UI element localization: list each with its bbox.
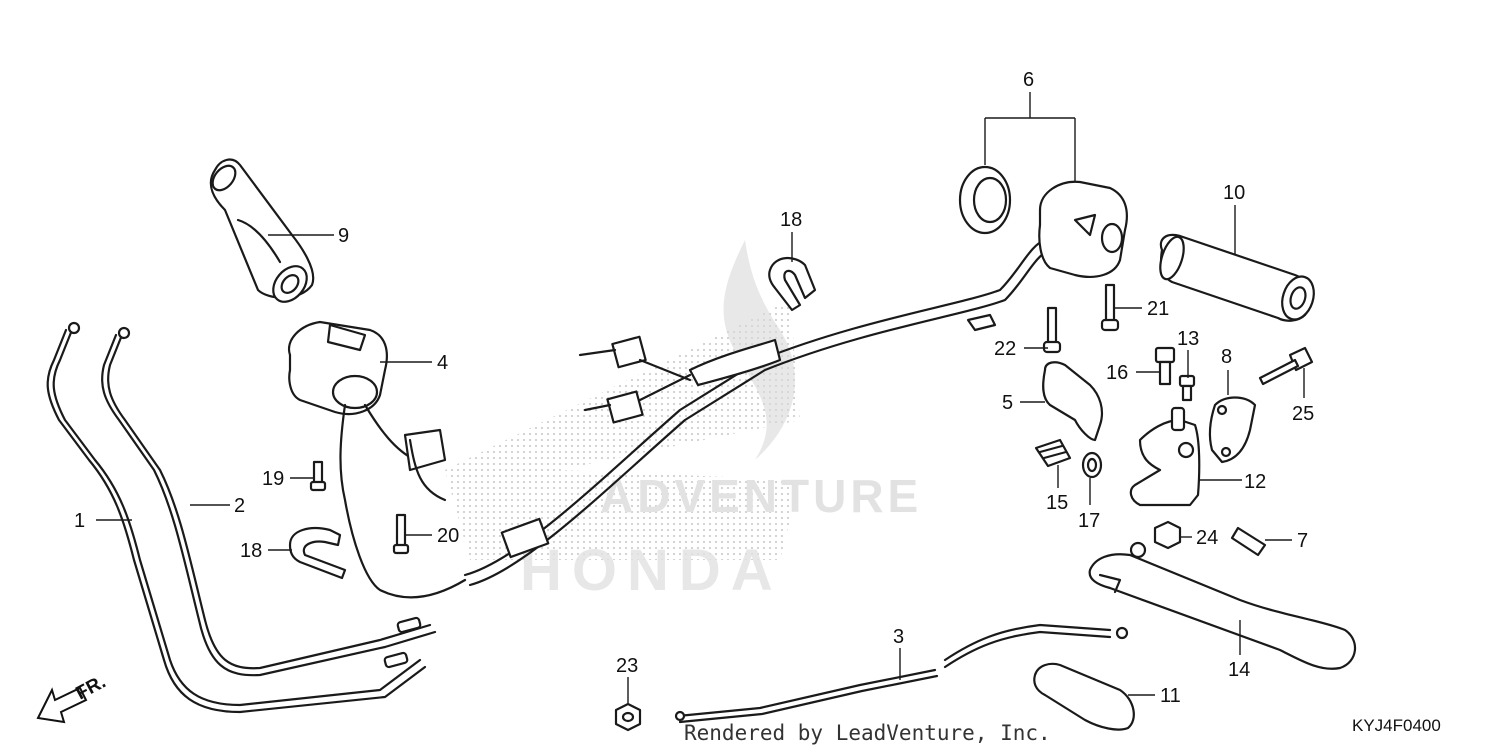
bolt-16 bbox=[1154, 346, 1176, 386]
left-switch-housing bbox=[287, 320, 467, 599]
pivot-7 bbox=[1230, 526, 1267, 557]
callout-14: 14 bbox=[1228, 659, 1250, 681]
screw-21 bbox=[1100, 283, 1120, 332]
callout-5: 5 bbox=[1002, 392, 1013, 414]
callouts: 1 2 3 4 5 6 7 8 9 10 11 12 13 14 15 16 1… bbox=[74, 69, 1314, 707]
lever bbox=[1088, 541, 1356, 670]
front-direction-marker: FR. bbox=[36, 672, 109, 724]
bolt-25 bbox=[1258, 346, 1314, 386]
callout-25: 25 bbox=[1292, 403, 1314, 425]
callout-13: 13 bbox=[1177, 328, 1199, 350]
lever-end-cover bbox=[1033, 662, 1135, 731]
diagram-code: KYJ4F0400 bbox=[1352, 716, 1441, 735]
adjuster-15 bbox=[1034, 438, 1072, 468]
callout-21: 21 bbox=[1147, 298, 1169, 320]
callout-7: 7 bbox=[1297, 530, 1308, 552]
callout-22: 22 bbox=[994, 338, 1016, 360]
front-arrow-icon bbox=[36, 686, 88, 724]
callout-18-upper: 18 bbox=[780, 209, 802, 231]
band-left bbox=[288, 527, 347, 580]
lever-bracket bbox=[1129, 406, 1201, 507]
callout-23: 23 bbox=[616, 655, 638, 677]
callout-18-lower: 18 bbox=[240, 540, 262, 562]
callout-1: 1 bbox=[74, 510, 85, 532]
callout-6: 6 bbox=[1023, 69, 1034, 91]
bolt-19 bbox=[309, 460, 327, 492]
callout-17: 17 bbox=[1078, 510, 1100, 532]
pin-13 bbox=[1178, 374, 1196, 402]
callout-9: 9 bbox=[338, 225, 349, 247]
callout-8: 8 bbox=[1221, 346, 1232, 368]
credit-text: Rendered by LeadVenture, Inc. bbox=[684, 721, 1051, 745]
nut-17 bbox=[1081, 451, 1103, 479]
callout-20: 20 bbox=[437, 525, 459, 547]
watermark-brand: HONDA bbox=[520, 538, 783, 603]
lever-cover bbox=[1042, 361, 1104, 442]
leader-lines bbox=[96, 92, 1305, 703]
band-upper bbox=[768, 257, 817, 312]
callout-11: 11 bbox=[1160, 685, 1181, 707]
callout-15: 15 bbox=[1046, 492, 1068, 514]
handlebar-wiring bbox=[463, 238, 1052, 587]
left-grip bbox=[209, 158, 315, 303]
nut-24 bbox=[1153, 520, 1182, 550]
callout-19: 19 bbox=[262, 468, 284, 490]
callout-10: 10 bbox=[1223, 182, 1245, 204]
nut-23 bbox=[614, 702, 642, 732]
right-switch-housing bbox=[958, 165, 1128, 278]
callout-3: 3 bbox=[893, 626, 904, 648]
callout-2: 2 bbox=[234, 495, 245, 517]
callout-24: 24 bbox=[1196, 527, 1218, 549]
clamp-holder bbox=[1208, 396, 1257, 464]
callout-12: 12 bbox=[1244, 471, 1266, 493]
callout-16: 16 bbox=[1106, 362, 1128, 384]
right-grip bbox=[1159, 233, 1315, 322]
callout-4: 4 bbox=[437, 352, 448, 374]
watermark-word: ADVENTURE bbox=[600, 470, 922, 522]
bolt-20 bbox=[392, 513, 410, 555]
clutch-cable bbox=[674, 623, 1129, 724]
screw-22 bbox=[1042, 306, 1062, 354]
